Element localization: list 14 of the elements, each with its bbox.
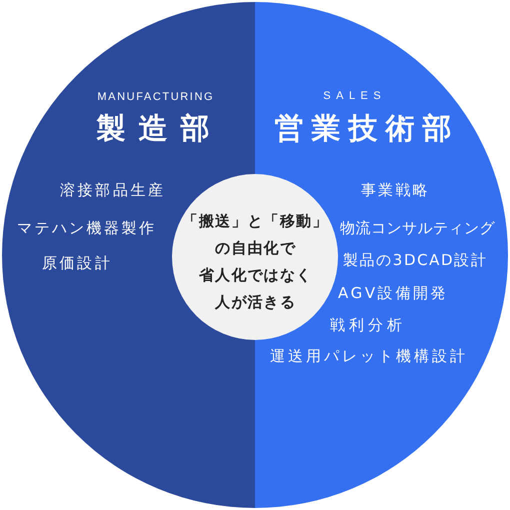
list-item: 戦利分析 [330, 315, 406, 335]
list-item: 原価設計 [42, 253, 112, 273]
list-item: 事業戦略 [361, 180, 430, 200]
list-item: 運送用パレット機構設計 [270, 346, 468, 366]
section-label: MANUFACTURING [97, 91, 214, 105]
department-title: 製造部 [96, 111, 222, 145]
department-title: 営業技術部 [274, 111, 460, 145]
list-item: 物流コンサルティング [340, 218, 495, 238]
section-label: SALES [323, 90, 386, 104]
list-item: AGV設備開発 [338, 283, 448, 303]
list-item: 製品の3DCAD設計 [343, 250, 488, 270]
slogan-text: 「搬送」と「移動」の自由化で省人化ではなく人が活きる [182, 211, 328, 313]
list-item: マテハン機器製作 [17, 218, 156, 238]
list-item: 溶接部品生産 [60, 180, 166, 200]
